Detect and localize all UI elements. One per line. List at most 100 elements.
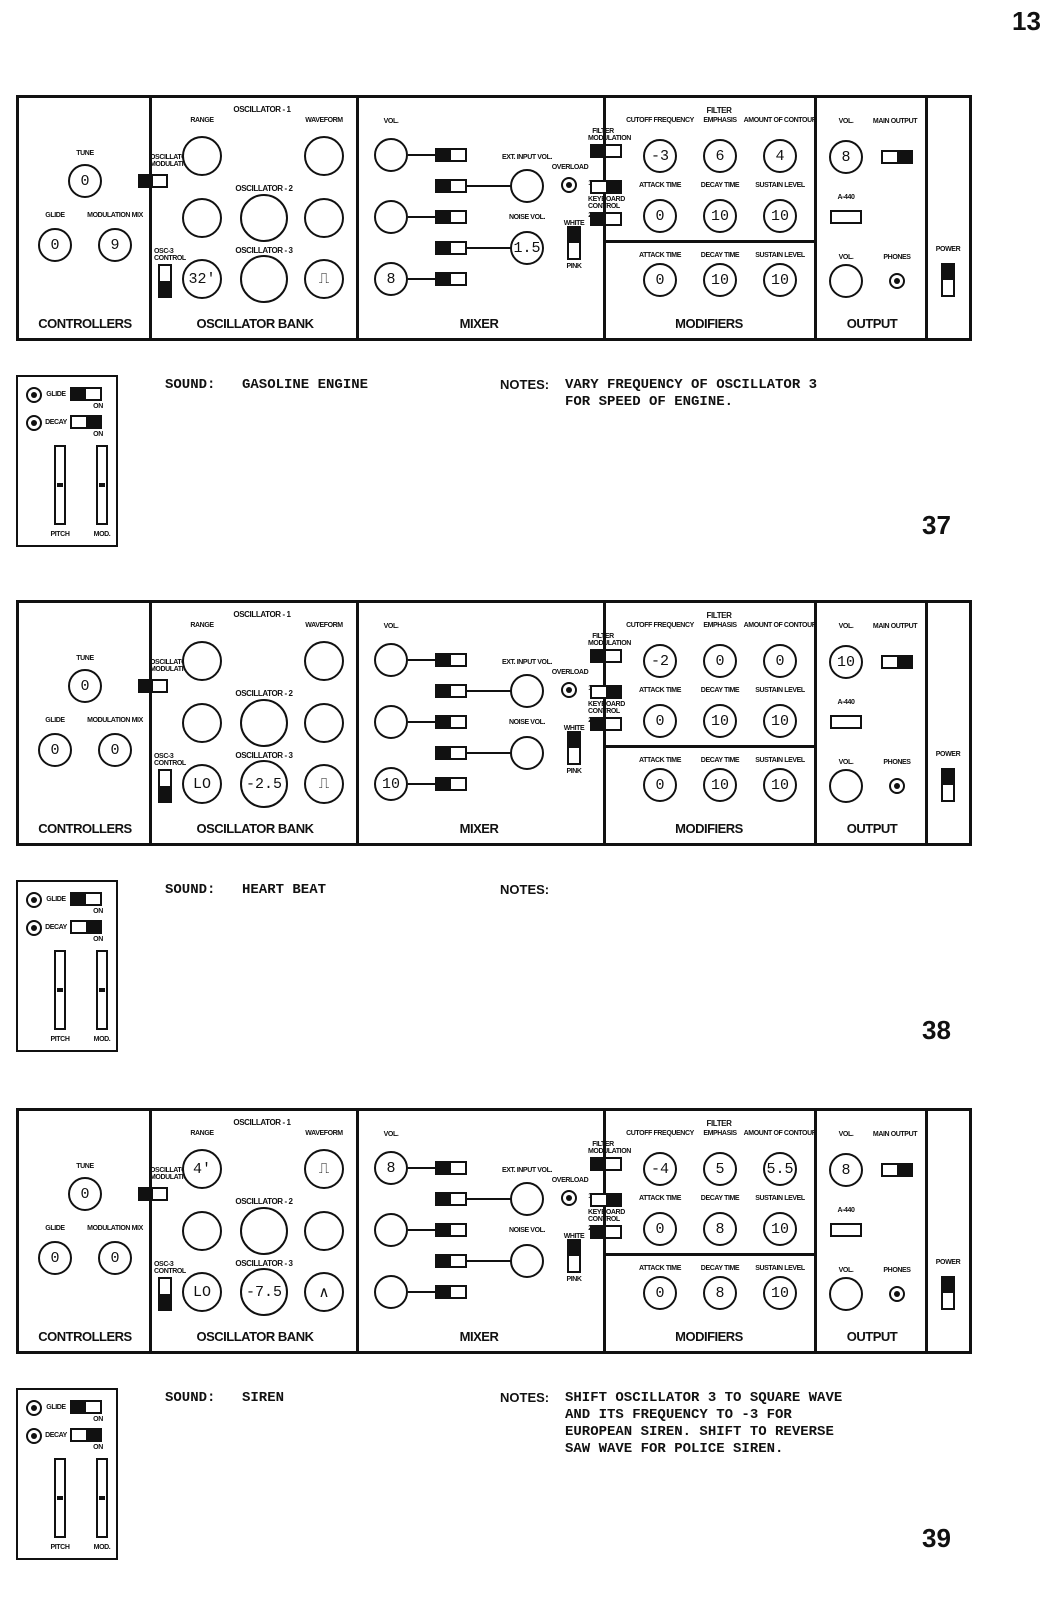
osc2-frequency-knob[interactable] xyxy=(240,1207,288,1255)
phones-jack[interactable] xyxy=(889,273,905,289)
osc2-range-knob[interactable] xyxy=(182,198,222,238)
mixer-osc3-switch[interactable] xyxy=(435,272,467,286)
filter-sustain-knob[interactable]: 10 xyxy=(763,704,797,738)
power-switch[interactable] xyxy=(941,263,955,297)
cutoff-frequency-knob[interactable]: -4 xyxy=(643,1152,677,1186)
a440-switch[interactable] xyxy=(830,210,862,224)
filter-sustain-knob[interactable]: 10 xyxy=(763,1212,797,1246)
pitch-wheel[interactable] xyxy=(54,1458,66,1538)
osc1-range-knob[interactable] xyxy=(182,136,222,176)
mixer-osc2-vol-knob[interactable] xyxy=(374,200,408,234)
main-output-switch[interactable] xyxy=(881,150,913,164)
glide-knob[interactable]: 0 xyxy=(38,228,72,262)
mixer-osc2-vol-knob[interactable] xyxy=(374,1213,408,1247)
osc3-waveform-knob[interactable]: ∧ xyxy=(304,1272,344,1312)
glide-knob[interactable]: 0 xyxy=(38,1241,72,1275)
keyboard-control-2-switch[interactable] xyxy=(590,717,622,731)
modulation-mix-knob[interactable]: 9 xyxy=(98,228,132,262)
osc3-waveform-knob[interactable]: ⎍ xyxy=(304,259,344,299)
output-vol-knob[interactable]: 10 xyxy=(829,645,863,679)
osc3-control-switch[interactable] xyxy=(158,1277,172,1311)
keyboard-control-1-switch[interactable] xyxy=(590,180,622,194)
filter-attack-knob[interactable]: 0 xyxy=(643,1212,677,1246)
noise-type-switch[interactable] xyxy=(567,731,581,765)
loudness-sustain-knob[interactable]: 10 xyxy=(763,1276,797,1310)
mixer-osc3-vol-knob[interactable]: 10 xyxy=(374,767,408,801)
osc1-range-knob[interactable] xyxy=(182,641,222,681)
noise-vol-knob[interactable] xyxy=(510,736,544,770)
emphasis-knob[interactable]: 5 xyxy=(703,1152,737,1186)
osc2-frequency-knob[interactable] xyxy=(240,699,288,747)
mixer-ext-switch[interactable] xyxy=(435,179,467,193)
oscillator-modulation-switch[interactable] xyxy=(138,174,168,188)
loudness-sustain-knob[interactable]: 10 xyxy=(763,263,797,297)
mod-wheel[interactable] xyxy=(96,1458,108,1538)
osc3-range-knob[interactable]: 32' xyxy=(182,259,222,299)
glide-button[interactable] xyxy=(26,1400,42,1416)
mixer-noise-switch[interactable] xyxy=(435,1254,467,1268)
filter-sustain-knob[interactable]: 10 xyxy=(763,199,797,233)
mixer-osc3-vol-knob[interactable] xyxy=(374,1275,408,1309)
osc2-range-knob[interactable] xyxy=(182,703,222,743)
glide-on-switch[interactable] xyxy=(70,387,102,401)
mixer-noise-switch[interactable] xyxy=(435,241,467,255)
tune-knob[interactable]: 0 xyxy=(68,1177,102,1211)
osc2-waveform-knob[interactable] xyxy=(304,703,344,743)
osc2-waveform-knob[interactable] xyxy=(304,198,344,238)
phones-jack[interactable] xyxy=(889,1286,905,1302)
pitch-wheel[interactable] xyxy=(54,445,66,525)
a440-switch[interactable] xyxy=(830,715,862,729)
osc2-frequency-knob[interactable] xyxy=(240,194,288,242)
filter-modulation-switch[interactable] xyxy=(590,1157,622,1171)
mixer-osc1-switch[interactable] xyxy=(435,148,467,162)
emphasis-knob[interactable]: 0 xyxy=(703,644,737,678)
modulation-mix-knob[interactable]: 0 xyxy=(98,1241,132,1275)
filter-modulation-switch[interactable] xyxy=(590,144,622,158)
filter-decay-knob[interactable]: 10 xyxy=(703,199,737,233)
oscillator-modulation-switch[interactable] xyxy=(138,1187,168,1201)
glide-knob[interactable]: 0 xyxy=(38,733,72,767)
mixer-noise-switch[interactable] xyxy=(435,746,467,760)
modulation-mix-knob[interactable]: 0 xyxy=(98,733,132,767)
osc3-frequency-knob[interactable]: -2.5 xyxy=(240,760,288,808)
osc3-waveform-knob[interactable]: ⎍ xyxy=(304,764,344,804)
phones-vol-knob[interactable] xyxy=(829,264,863,298)
output-vol-knob[interactable]: 8 xyxy=(829,140,863,174)
decay-on-switch[interactable] xyxy=(70,1428,102,1442)
osc2-waveform-knob[interactable] xyxy=(304,1211,344,1251)
noise-type-switch[interactable] xyxy=(567,1239,581,1273)
mixer-osc2-switch[interactable] xyxy=(435,210,467,224)
loudness-attack-knob[interactable]: 0 xyxy=(643,768,677,802)
loudness-attack-knob[interactable]: 0 xyxy=(643,1276,677,1310)
filter-modulation-switch[interactable] xyxy=(590,649,622,663)
mixer-osc1-switch[interactable] xyxy=(435,1161,467,1175)
mixer-ext-switch[interactable] xyxy=(435,684,467,698)
decay-on-switch[interactable] xyxy=(70,415,102,429)
glide-button[interactable] xyxy=(26,387,42,403)
ext-input-vol-knob[interactable] xyxy=(510,169,544,203)
mixer-osc1-vol-knob[interactable] xyxy=(374,643,408,677)
main-output-switch[interactable] xyxy=(881,1163,913,1177)
power-switch[interactable] xyxy=(941,1276,955,1310)
osc3-control-switch[interactable] xyxy=(158,769,172,803)
decay-button[interactable] xyxy=(26,415,42,431)
phones-vol-knob[interactable] xyxy=(829,769,863,803)
filter-decay-knob[interactable]: 10 xyxy=(703,704,737,738)
mixer-ext-switch[interactable] xyxy=(435,1192,467,1206)
osc3-frequency-knob[interactable] xyxy=(240,255,288,303)
loudness-decay-knob[interactable]: 8 xyxy=(703,1276,737,1310)
emphasis-knob[interactable]: 6 xyxy=(703,139,737,173)
a440-switch[interactable] xyxy=(830,1223,862,1237)
osc1-waveform-knob[interactable] xyxy=(304,136,344,176)
loudness-attack-knob[interactable]: 0 xyxy=(643,263,677,297)
mixer-osc2-switch[interactable] xyxy=(435,715,467,729)
mixer-osc1-vol-knob[interactable] xyxy=(374,138,408,172)
glide-button[interactable] xyxy=(26,892,42,908)
mod-wheel[interactable] xyxy=(96,950,108,1030)
mixer-osc2-switch[interactable] xyxy=(435,1223,467,1237)
loudness-sustain-knob[interactable]: 10 xyxy=(763,768,797,802)
contour-knob[interactable]: 0 xyxy=(763,644,797,678)
noise-type-switch[interactable] xyxy=(567,226,581,260)
tune-knob[interactable]: 0 xyxy=(68,164,102,198)
osc3-range-knob[interactable]: LO xyxy=(182,1272,222,1312)
